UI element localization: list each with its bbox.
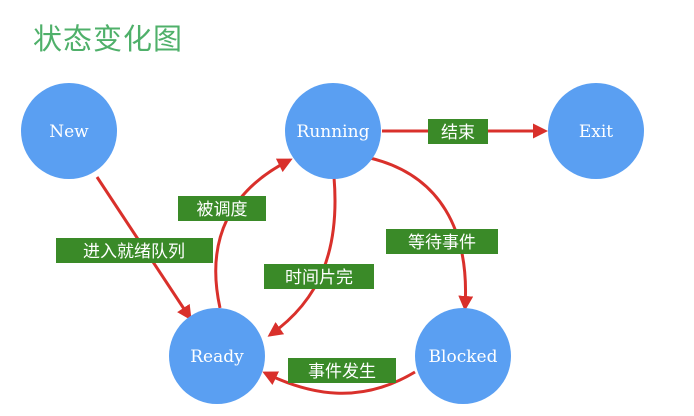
node-running: Running <box>285 83 381 179</box>
edge-blocked-ready <box>262 370 416 395</box>
svg-text:等待事件: 等待事件 <box>408 233 476 253</box>
svg-text:时间片完: 时间片完 <box>285 268 353 288</box>
svg-text:事件发生: 事件发生 <box>308 362 376 382</box>
node-blocked: Blocked <box>415 308 511 404</box>
node-running-label: Running <box>297 122 370 142</box>
edge-running-blocked <box>369 156 474 311</box>
svg-text:进入就绪队列: 进入就绪队列 <box>83 242 185 262</box>
node-new: New <box>21 83 117 179</box>
edge-label-new-ready: 进入就绪队列 <box>56 238 213 263</box>
node-ready: Ready <box>169 308 265 404</box>
edge-label-ready-running: 被调度 <box>178 196 266 221</box>
node-exit-label: Exit <box>579 122 613 142</box>
diagram-title: 状态变化图 <box>33 22 184 56</box>
node-ready-label: Ready <box>190 347 244 367</box>
node-blocked-label: Blocked <box>429 347 498 367</box>
svg-text:被调度: 被调度 <box>197 200 248 220</box>
svg-text:结束: 结束 <box>441 123 475 143</box>
edge-label-running-ready: 时间片完 <box>264 264 374 289</box>
edge-label-blocked-ready: 事件发生 <box>288 358 396 383</box>
edge-label-running-blocked: 等待事件 <box>386 229 498 254</box>
edge-running-ready <box>267 176 337 337</box>
node-new-label: New <box>49 122 89 142</box>
node-exit: Exit <box>548 83 644 179</box>
edge-label-running-exit: 结束 <box>428 119 488 144</box>
